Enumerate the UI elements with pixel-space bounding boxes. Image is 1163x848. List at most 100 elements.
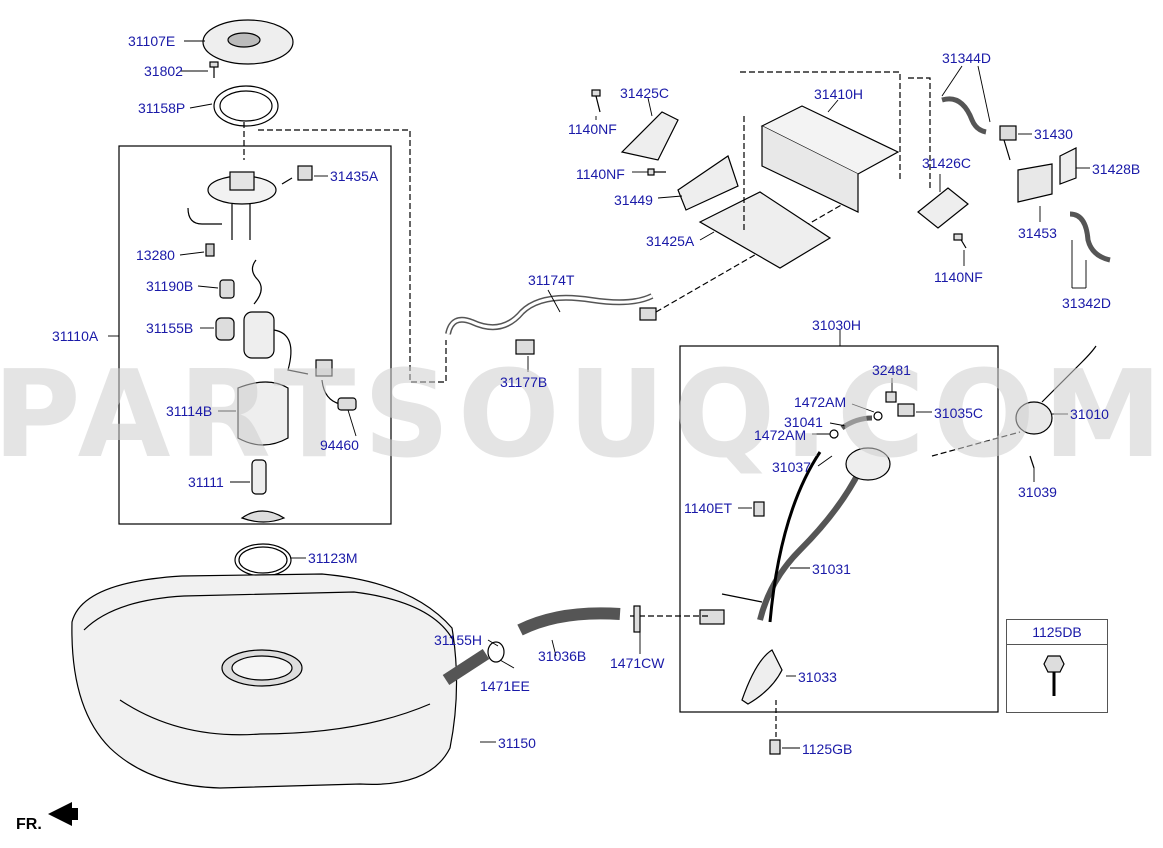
callout-31010[interactable]: 31010 (1070, 406, 1109, 422)
callout-31036B[interactable]: 31036B (538, 648, 587, 664)
cap-guide (931, 431, 1021, 457)
bracket-part-31425A[interactable] (698, 191, 832, 269)
filler-hose-part-31036B[interactable] (517, 607, 621, 636)
clamp-part-1471EE[interactable] (487, 641, 505, 663)
callout-31107E[interactable]: 31107E (128, 33, 176, 49)
callout-1471EE[interactable]: 1471EE (480, 678, 530, 694)
clamp-part-1471CW[interactable] (633, 605, 641, 633)
hose-part-31342D[interactable] (1069, 211, 1111, 263)
callout-31111[interactable]: 31111 (188, 474, 224, 490)
callout-13280[interactable]: 13280 (136, 247, 175, 263)
callout-31425A[interactable]: 31425A (646, 233, 695, 249)
callout-31342D[interactable]: 31342D (1062, 295, 1112, 311)
callout-31110A[interactable]: 31110A (52, 328, 99, 344)
callout-31344D[interactable]: 31344D (942, 50, 992, 66)
callout-31449[interactable]: 31449 (614, 192, 653, 208)
fuel-pump-assembly-box (118, 145, 392, 525)
callout-31158P[interactable]: 31158P (138, 100, 186, 116)
pipe-part-31155H[interactable] (442, 648, 490, 686)
bolt-part-1140NF-b[interactable] (647, 168, 666, 176)
callout-31174T[interactable]: 31174T (528, 272, 575, 288)
tank-seal-ring-part[interactable] (234, 543, 292, 577)
bracket-part-31426C[interactable] (917, 187, 969, 229)
callout-31802[interactable]: 31802 (144, 63, 183, 79)
bolt-part-1140ET[interactable] (753, 501, 765, 517)
bolt-part-1140NF-a[interactable] (591, 89, 601, 113)
regulator-part-31190B[interactable] (219, 279, 235, 299)
callout-31155H[interactable]: 31155H (434, 632, 483, 648)
pump-motor-part-31111[interactable] (240, 459, 286, 523)
clamp-part-1472AM-a[interactable] (873, 411, 883, 421)
callout-31410H[interactable]: 31410H (814, 86, 864, 102)
bracket-part-31428B[interactable] (1059, 147, 1077, 185)
callout-1472AM-b[interactable]: 1472AM (754, 427, 807, 443)
filler-neck-part-31031[interactable] (699, 447, 891, 625)
callout-1472AM-a[interactable]: 1472AM (794, 394, 847, 410)
front-indicator: FR. (16, 816, 42, 833)
callout-94460[interactable]: 94460 (320, 437, 359, 453)
callout-1140NF-c[interactable]: 1140NF (934, 269, 983, 285)
gasket-ring-part[interactable] (213, 85, 279, 127)
filter-part-31453[interactable] (1017, 163, 1053, 203)
breather-tube-part-31037[interactable] (768, 451, 822, 623)
canister-part-31410H[interactable] (760, 105, 900, 213)
callout-31428B[interactable]: 31428B (1092, 161, 1141, 177)
callout-1125GB[interactable]: 1125GB (802, 741, 853, 757)
callout-31035C[interactable]: 31035C (934, 405, 984, 421)
callout-31033[interactable]: 31033 (798, 669, 837, 685)
callout-31430[interactable]: 31430 (1034, 126, 1073, 142)
callout-31030H[interactable]: 31030H (812, 317, 862, 333)
screw-part-31802[interactable] (209, 61, 219, 78)
callout-32481[interactable]: 32481 (872, 362, 911, 378)
filter-part-31155B[interactable] (215, 317, 235, 341)
sensor-part-32481[interactable] (885, 391, 897, 403)
bracket-part-31449[interactable] (677, 155, 739, 211)
pump-to-tank-guide (258, 129, 447, 383)
callout-31190B[interactable]: 31190B (146, 278, 194, 294)
bracket-part-31033[interactable] (741, 649, 783, 705)
valve-part-31035C[interactable] (897, 403, 915, 417)
vapor-line-connector (639, 307, 657, 321)
fuel-tank-part[interactable] (71, 573, 458, 789)
callout-31425C[interactable]: 31425C (620, 85, 670, 101)
connector-part-31435A[interactable] (281, 165, 313, 185)
hose-part-31344D[interactable] (941, 96, 987, 135)
callout-31041[interactable]: 31041 (784, 414, 823, 430)
valve-part-13280[interactable] (205, 243, 215, 257)
callout-1140NF-a[interactable]: 1140NF (568, 121, 617, 137)
callout-31114B[interactable]: 31114B (166, 403, 213, 419)
callout-31426C[interactable]: 31426C (922, 155, 972, 171)
callout-31453[interactable]: 31453 (1018, 225, 1057, 241)
legend-code[interactable]: 1125DB (1007, 620, 1107, 645)
sender-part-94460[interactable] (321, 379, 357, 411)
vapor-guide (655, 199, 851, 313)
callout-31155B[interactable]: 31155B (146, 320, 194, 336)
bolt-part-1140NF-c[interactable] (953, 233, 967, 249)
callout-31150[interactable]: 31150 (498, 735, 536, 751)
callout-1140NF-b[interactable]: 1140NF (576, 166, 625, 182)
callout-31039[interactable]: 31039 (1018, 484, 1057, 500)
pump-cover-part[interactable] (202, 19, 294, 65)
bolt-part-1125GB[interactable] (769, 739, 781, 755)
callout-1471CW[interactable]: 1471CW (610, 655, 665, 671)
callout-1140ET[interactable]: 1140ET (684, 500, 732, 516)
callout-31123M[interactable]: 31123M (308, 550, 358, 566)
pump-body-part[interactable] (243, 311, 333, 377)
callout-31031[interactable]: 31031 (812, 561, 851, 577)
bolt-legend-icon (1043, 655, 1065, 696)
callout-31037[interactable]: 31037 (772, 459, 811, 475)
callout-31177B[interactable]: 31177B (500, 374, 548, 390)
front-arrow-icon (48, 802, 78, 826)
legend-box: 1125DB (1006, 619, 1108, 713)
reservoir-part-31114B[interactable] (237, 381, 289, 446)
valve-part-31430[interactable] (999, 125, 1017, 161)
fuel-cap-part-31010[interactable] (1015, 345, 1097, 435)
hose-part-31041[interactable] (840, 415, 873, 431)
screw-part-31039[interactable] (1029, 455, 1035, 469)
callout-31435A[interactable]: 31435A (330, 168, 379, 184)
bracket-part-31425C[interactable] (620, 111, 679, 161)
clamp-part-1472AM-b[interactable] (829, 429, 839, 439)
clip-part-31177B[interactable] (515, 339, 535, 355)
pump-flange-part[interactable] (187, 171, 277, 240)
